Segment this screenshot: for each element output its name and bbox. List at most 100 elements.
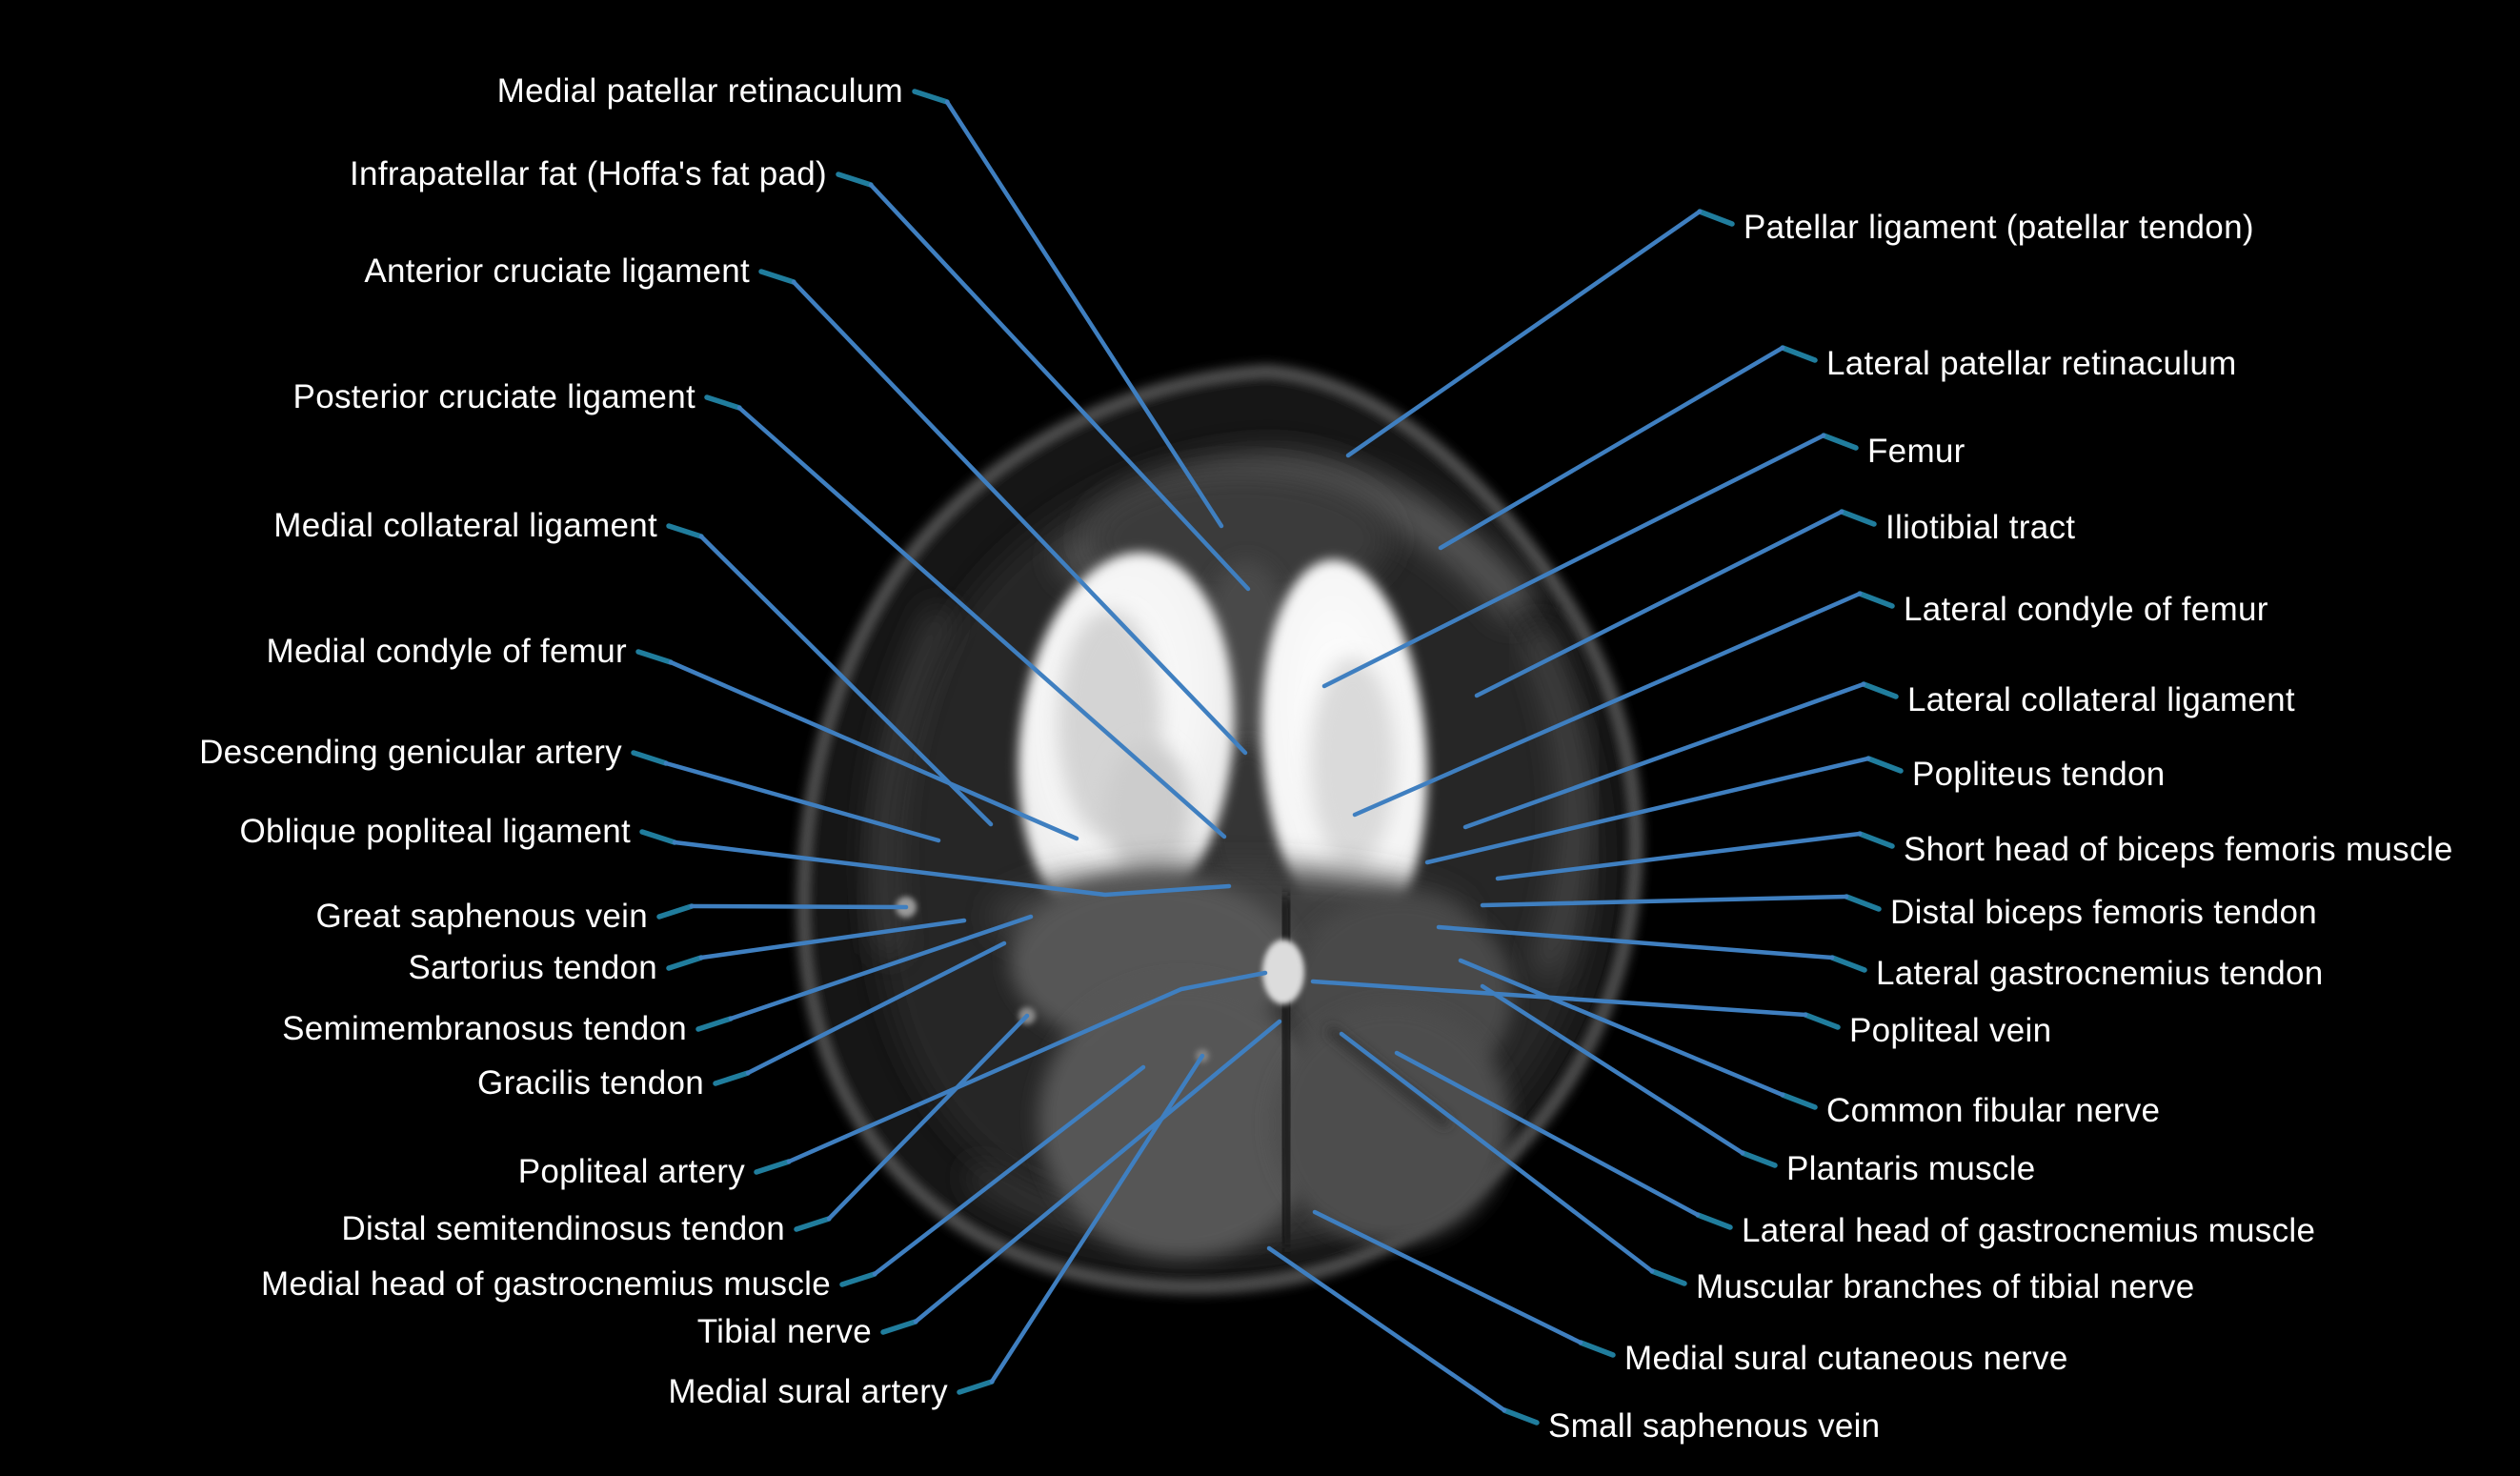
anatomy-label-semimembranosus-tendon: Semimembranosus tendon bbox=[282, 1009, 687, 1047]
anatomy-label-popliteal-vein: Popliteal vein bbox=[1849, 1011, 2052, 1049]
leader-line-femur bbox=[1321, 433, 1826, 689]
leader-line-popliteus-tendon bbox=[1424, 756, 1871, 865]
medial-condyle-trabeculae-2 bbox=[1105, 743, 1191, 877]
leader-hook-medial-patellar-retinaculum bbox=[912, 89, 950, 105]
leader-line-tibial-nerve bbox=[913, 1019, 1282, 1324]
leader-line-short-head-of-biceps-femoris-muscle bbox=[1495, 831, 1863, 881]
anatomy-label-sartorius-tendon: Sartorius tendon bbox=[408, 948, 657, 986]
leader-line-common-fibular-nerve bbox=[1458, 958, 1785, 1098]
leader-hook-lateral-patellar-retinaculum bbox=[1780, 345, 1818, 363]
anatomy-label-lateral-collateral-ligament: Lateral collateral ligament bbox=[1907, 680, 2295, 718]
leader-line-infrapatellar-fat-hoffa-s-fat-pad bbox=[868, 182, 1251, 592]
leader-line-anterior-cruciate-ligament bbox=[791, 279, 1248, 756]
leader-line-great-saphenous-vein bbox=[689, 903, 909, 910]
popliteal-artery-dot bbox=[1262, 940, 1304, 1004]
leader-line-lateral-head-of-gastrocnemius-muscle bbox=[1394, 1050, 1701, 1218]
medial-gastrocnemius-muscle-mass bbox=[1038, 981, 1324, 1258]
leader-line-medial-head-of-gastrocnemius-muscle bbox=[872, 1064, 1146, 1277]
leader-hook-medial-sural-artery bbox=[957, 1379, 995, 1395]
anatomy-label-lateral-condyle-of-femur: Lateral condyle of femur bbox=[1904, 590, 2268, 628]
leader-hook-posterior-cruciate-ligament bbox=[704, 394, 742, 411]
leader-hook-sartorius-tendon bbox=[666, 955, 704, 971]
anatomy-label-medial-condyle-of-femur: Medial condyle of femur bbox=[266, 632, 627, 670]
anatomy-label-tibial-nerve: Tibial nerve bbox=[696, 1312, 872, 1350]
leader-hook-short-head-of-biceps-femoris-muscle bbox=[1857, 831, 1895, 849]
anatomy-label-medial-patellar-retinaculum: Medial patellar retinaculum bbox=[496, 71, 903, 110]
leader-hook-plantaris-muscle bbox=[1740, 1150, 1778, 1168]
leader-line-descending-genicular-artery bbox=[663, 760, 941, 843]
leader-hook-anterior-cruciate-ligament bbox=[758, 269, 796, 285]
leader-hook-patellar-ligament-patellar-tendon bbox=[1697, 209, 1735, 227]
anatomy-label-popliteus-tendon: Popliteus tendon bbox=[1912, 755, 2166, 793]
anatomy-label-femur: Femur bbox=[1867, 432, 1966, 470]
leader-hook-distal-semitendinosus-tendon bbox=[794, 1216, 832, 1232]
leader-line-oblique-popliteal-ligament bbox=[672, 839, 1232, 898]
anatomy-label-medial-collateral-ligament: Medial collateral ligament bbox=[273, 506, 657, 544]
lateral-lower-muscle-mass bbox=[1272, 1005, 1510, 1243]
leader-hook-semimembranosus-tendon bbox=[696, 1016, 734, 1032]
leader-line-medial-sural-artery bbox=[989, 1053, 1205, 1385]
leader-line-posterior-cruciate-ligament bbox=[736, 405, 1227, 839]
leader-line-popliteal-vein bbox=[1310, 979, 1808, 1018]
lateral-fascia-band bbox=[1522, 623, 1587, 977]
anatomy-label-gracilis-tendon: Gracilis tendon bbox=[477, 1063, 704, 1102]
leader-line-small-saphenous-vein bbox=[1266, 1245, 1507, 1413]
leader-hook-medial-condyle-of-femur bbox=[635, 649, 674, 665]
anatomy-label-lateral-gastrocnemius-tendon: Lateral gastrocnemius tendon bbox=[1876, 954, 2324, 992]
leader-hook-distal-biceps-femoris-tendon bbox=[1844, 894, 1882, 912]
anatomy-label-lateral-head-of-gastrocnemius-muscle: Lateral head of gastrocnemius muscle bbox=[1742, 1211, 2316, 1249]
anatomy-label-common-fibular-nerve: Common fibular nerve bbox=[1826, 1091, 2161, 1129]
lateral-condyle-trabeculae bbox=[1310, 657, 1396, 867]
leader-line-iliotibial-tract bbox=[1474, 509, 1845, 698]
leader-line-lateral-patellar-retinaculum bbox=[1438, 345, 1785, 551]
leader-line-popliteal-artery bbox=[786, 970, 1268, 1164]
anatomy-label-medial-head-of-gastrocnemius-muscle: Medial head of gastrocnemius muscle bbox=[260, 1264, 831, 1303]
leader-line-lateral-collateral-ligament bbox=[1462, 681, 1866, 830]
leader-line-lateral-gastrocnemius-tendon bbox=[1436, 924, 1835, 960]
leader-line-medial-patellar-retinaculum bbox=[944, 99, 1224, 529]
leader-lines-layer bbox=[631, 89, 1904, 1425]
anatomy-label-posterior-cruciate-ligament: Posterior cruciate ligament bbox=[292, 377, 696, 415]
leader-line-sartorius-tendon bbox=[698, 918, 967, 960]
leader-hook-lateral-collateral-ligament bbox=[1861, 681, 1899, 699]
anatomy-label-distal-semitendinosus-tendon: Distal semitendinosus tendon bbox=[341, 1209, 785, 1247]
leader-hook-lateral-head-of-gastrocnemius-muscle bbox=[1695, 1212, 1733, 1230]
leader-line-patellar-ligament-patellar-tendon bbox=[1345, 209, 1703, 458]
leader-hook-muscular-branches-of-tibial-nerve bbox=[1649, 1268, 1687, 1286]
leader-hook-small-saphenous-vein bbox=[1502, 1407, 1540, 1425]
leader-hook-lateral-condyle-of-femur bbox=[1857, 591, 1895, 609]
leader-line-semimembranosus-tendon bbox=[728, 914, 1034, 1021]
leader-hook-common-fibular-nerve bbox=[1780, 1092, 1818, 1110]
leader-hook-medial-collateral-ligament bbox=[666, 523, 704, 539]
anatomy-label-popliteal-artery: Popliteal artery bbox=[517, 1152, 745, 1190]
leader-line-lateral-condyle-of-femur bbox=[1352, 591, 1863, 818]
leader-hook-infrapatellar-fat-hoffa-s-fat-pad bbox=[836, 172, 874, 188]
anatomy-label-iliotibial-tract: Iliotibial tract bbox=[1885, 508, 2076, 546]
leader-line-plantaris-muscle bbox=[1480, 983, 1745, 1156]
leader-line-medial-collateral-ligament bbox=[698, 534, 994, 827]
leader-hook-femur bbox=[1821, 433, 1859, 451]
leader-hook-medial-sural-cutaneous-nerve bbox=[1578, 1340, 1616, 1358]
anatomy-label-muscular-branches-of-tibial-nerve: Muscular branches of tibial nerve bbox=[1696, 1267, 2195, 1305]
anatomy-label-anterior-cruciate-ligament: Anterior cruciate ligament bbox=[364, 252, 750, 290]
leader-hook-iliotibial-tract bbox=[1839, 509, 1877, 527]
anatomy-label-medial-sural-artery: Medial sural artery bbox=[668, 1372, 948, 1410]
leader-hook-lateral-gastrocnemius-tendon bbox=[1829, 955, 1867, 973]
anatomy-label-patellar-ligament-patellar-tendon: Patellar ligament (patellar tendon) bbox=[1744, 208, 2254, 246]
leader-line-distal-semitendinosus-tendon bbox=[826, 1013, 1030, 1222]
anatomy-label-distal-biceps-femoris-tendon: Distal biceps femoris tendon bbox=[1890, 893, 2318, 931]
lateral-muscle-cleft bbox=[1325, 1025, 1452, 1128]
leader-line-medial-sural-cutaneous-nerve bbox=[1312, 1209, 1583, 1345]
anatomy-label-great-saphenous-vein: Great saphenous vein bbox=[315, 897, 648, 935]
leader-line-distal-biceps-femoris-tendon bbox=[1480, 894, 1849, 908]
anatomy-label-descending-genicular-artery: Descending genicular artery bbox=[199, 733, 622, 771]
anatomy-label-medial-sural-cutaneous-nerve: Medial sural cutaneous nerve bbox=[1624, 1339, 2068, 1377]
leader-hook-medial-head-of-gastrocnemius-muscle bbox=[839, 1271, 877, 1287]
anatomy-label-plantaris-muscle: Plantaris muscle bbox=[1786, 1149, 2036, 1187]
leader-hook-popliteal-vein bbox=[1803, 1012, 1841, 1030]
leader-hook-gracilis-tendon bbox=[713, 1070, 751, 1086]
anatomy-label-oblique-popliteal-ligament: Oblique popliteal ligament bbox=[239, 812, 631, 850]
leader-hook-popliteal-artery bbox=[754, 1159, 792, 1175]
